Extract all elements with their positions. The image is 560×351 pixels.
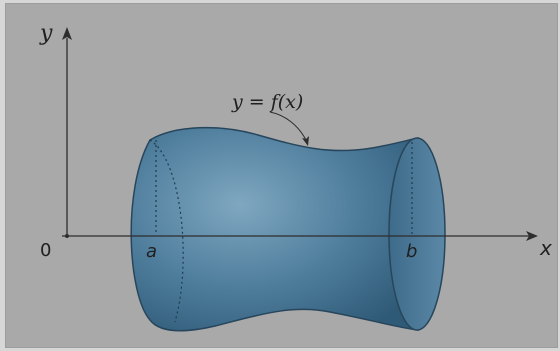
b-label: b: [406, 241, 417, 262]
curve-label: y = f(x): [231, 91, 303, 113]
curve-label-leader-arrowhead: [302, 136, 309, 146]
origin-label: 0: [40, 240, 51, 261]
a-label: a: [146, 241, 157, 262]
right-end-cap: [388, 137, 446, 331]
y-axis-label: y: [39, 21, 53, 46]
curve-label-leader: [269, 111, 307, 141]
x-axis-label: x: [539, 236, 552, 260]
left-rim-hidden-edge: [149, 139, 184, 323]
x-axis-arrowhead: [526, 231, 538, 241]
origin-point: [65, 234, 69, 238]
solid-body: [130, 126, 419, 332]
y-axis-arrowhead: [62, 27, 72, 40]
